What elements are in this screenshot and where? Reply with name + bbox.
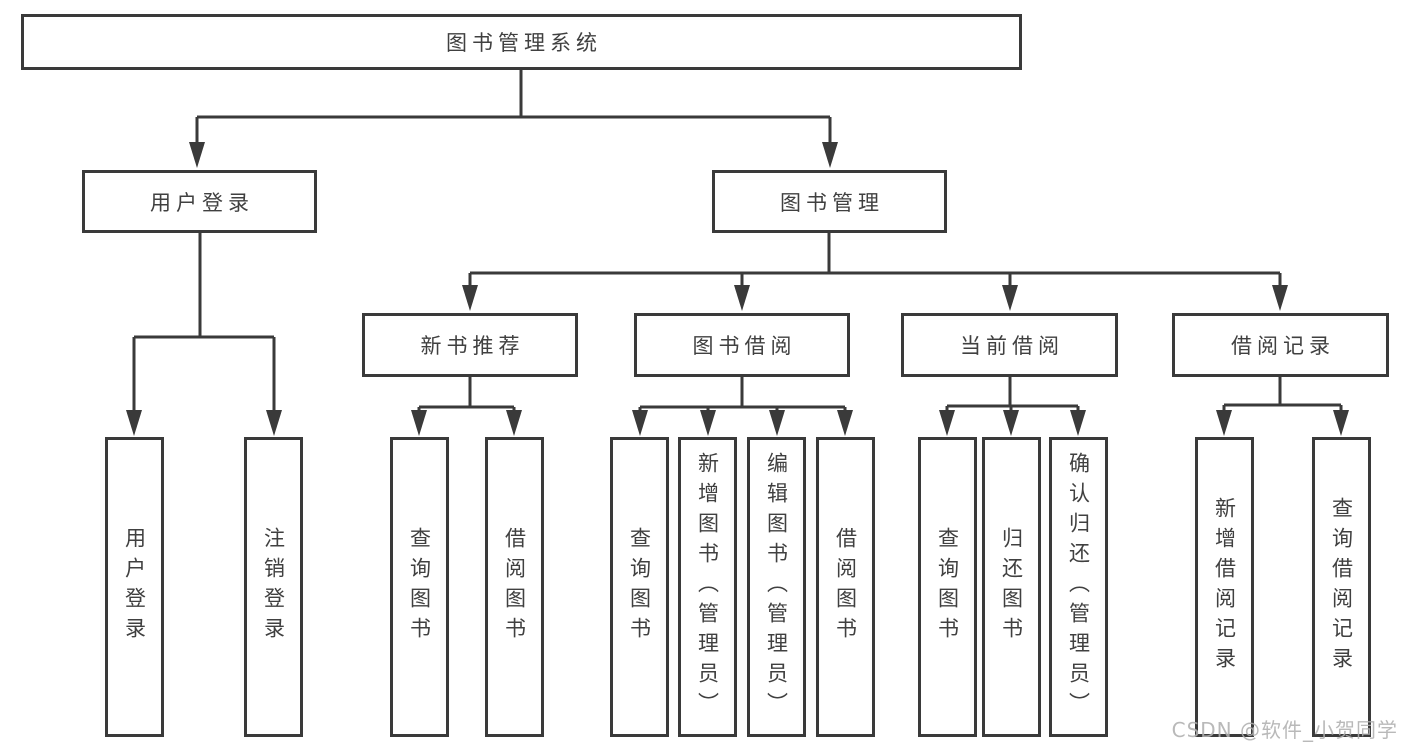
leaf-query-borrow-record: 查询借阅记录: [1312, 437, 1371, 737]
node-new-book-recommend: 新书推荐: [362, 313, 578, 377]
leaf-borrow-books-borrowing: 借阅图书: [816, 437, 875, 737]
leaf-borrow-books-recommend: 借阅图书: [485, 437, 544, 737]
leaf-logout: 注销登录: [244, 437, 303, 737]
leaf-add-borrow-record: 新增借阅记录: [1195, 437, 1254, 737]
leaf-user-login: 用户登录: [105, 437, 164, 737]
leaf-return-books: 归还图书: [982, 437, 1041, 737]
leaf-query-books-borrowing: 查询图书: [610, 437, 669, 737]
node-user-login: 用户登录: [82, 170, 317, 233]
leaf-edit-books-admin: 编辑图书（管理员）: [747, 437, 806, 737]
node-current-borrowing: 当前借阅: [901, 313, 1118, 377]
csdn-watermark: CSDN @软件_小贺同学: [1171, 718, 1398, 742]
leaf-add-books-admin: 新增图书（管理员）: [678, 437, 737, 737]
leaf-confirm-return-admin: 确认归还（管理员）: [1049, 437, 1108, 737]
node-borrow-records: 借阅记录: [1172, 313, 1389, 377]
node-book-borrowing: 图书借阅: [634, 313, 850, 377]
leaf-query-books-current: 查询图书: [918, 437, 977, 737]
arrowheads: [126, 142, 1349, 436]
node-library-system: 图书管理系统: [21, 14, 1022, 70]
node-book-management: 图书管理: [712, 170, 947, 233]
leaf-query-books-recommend: 查询图书: [390, 437, 449, 737]
